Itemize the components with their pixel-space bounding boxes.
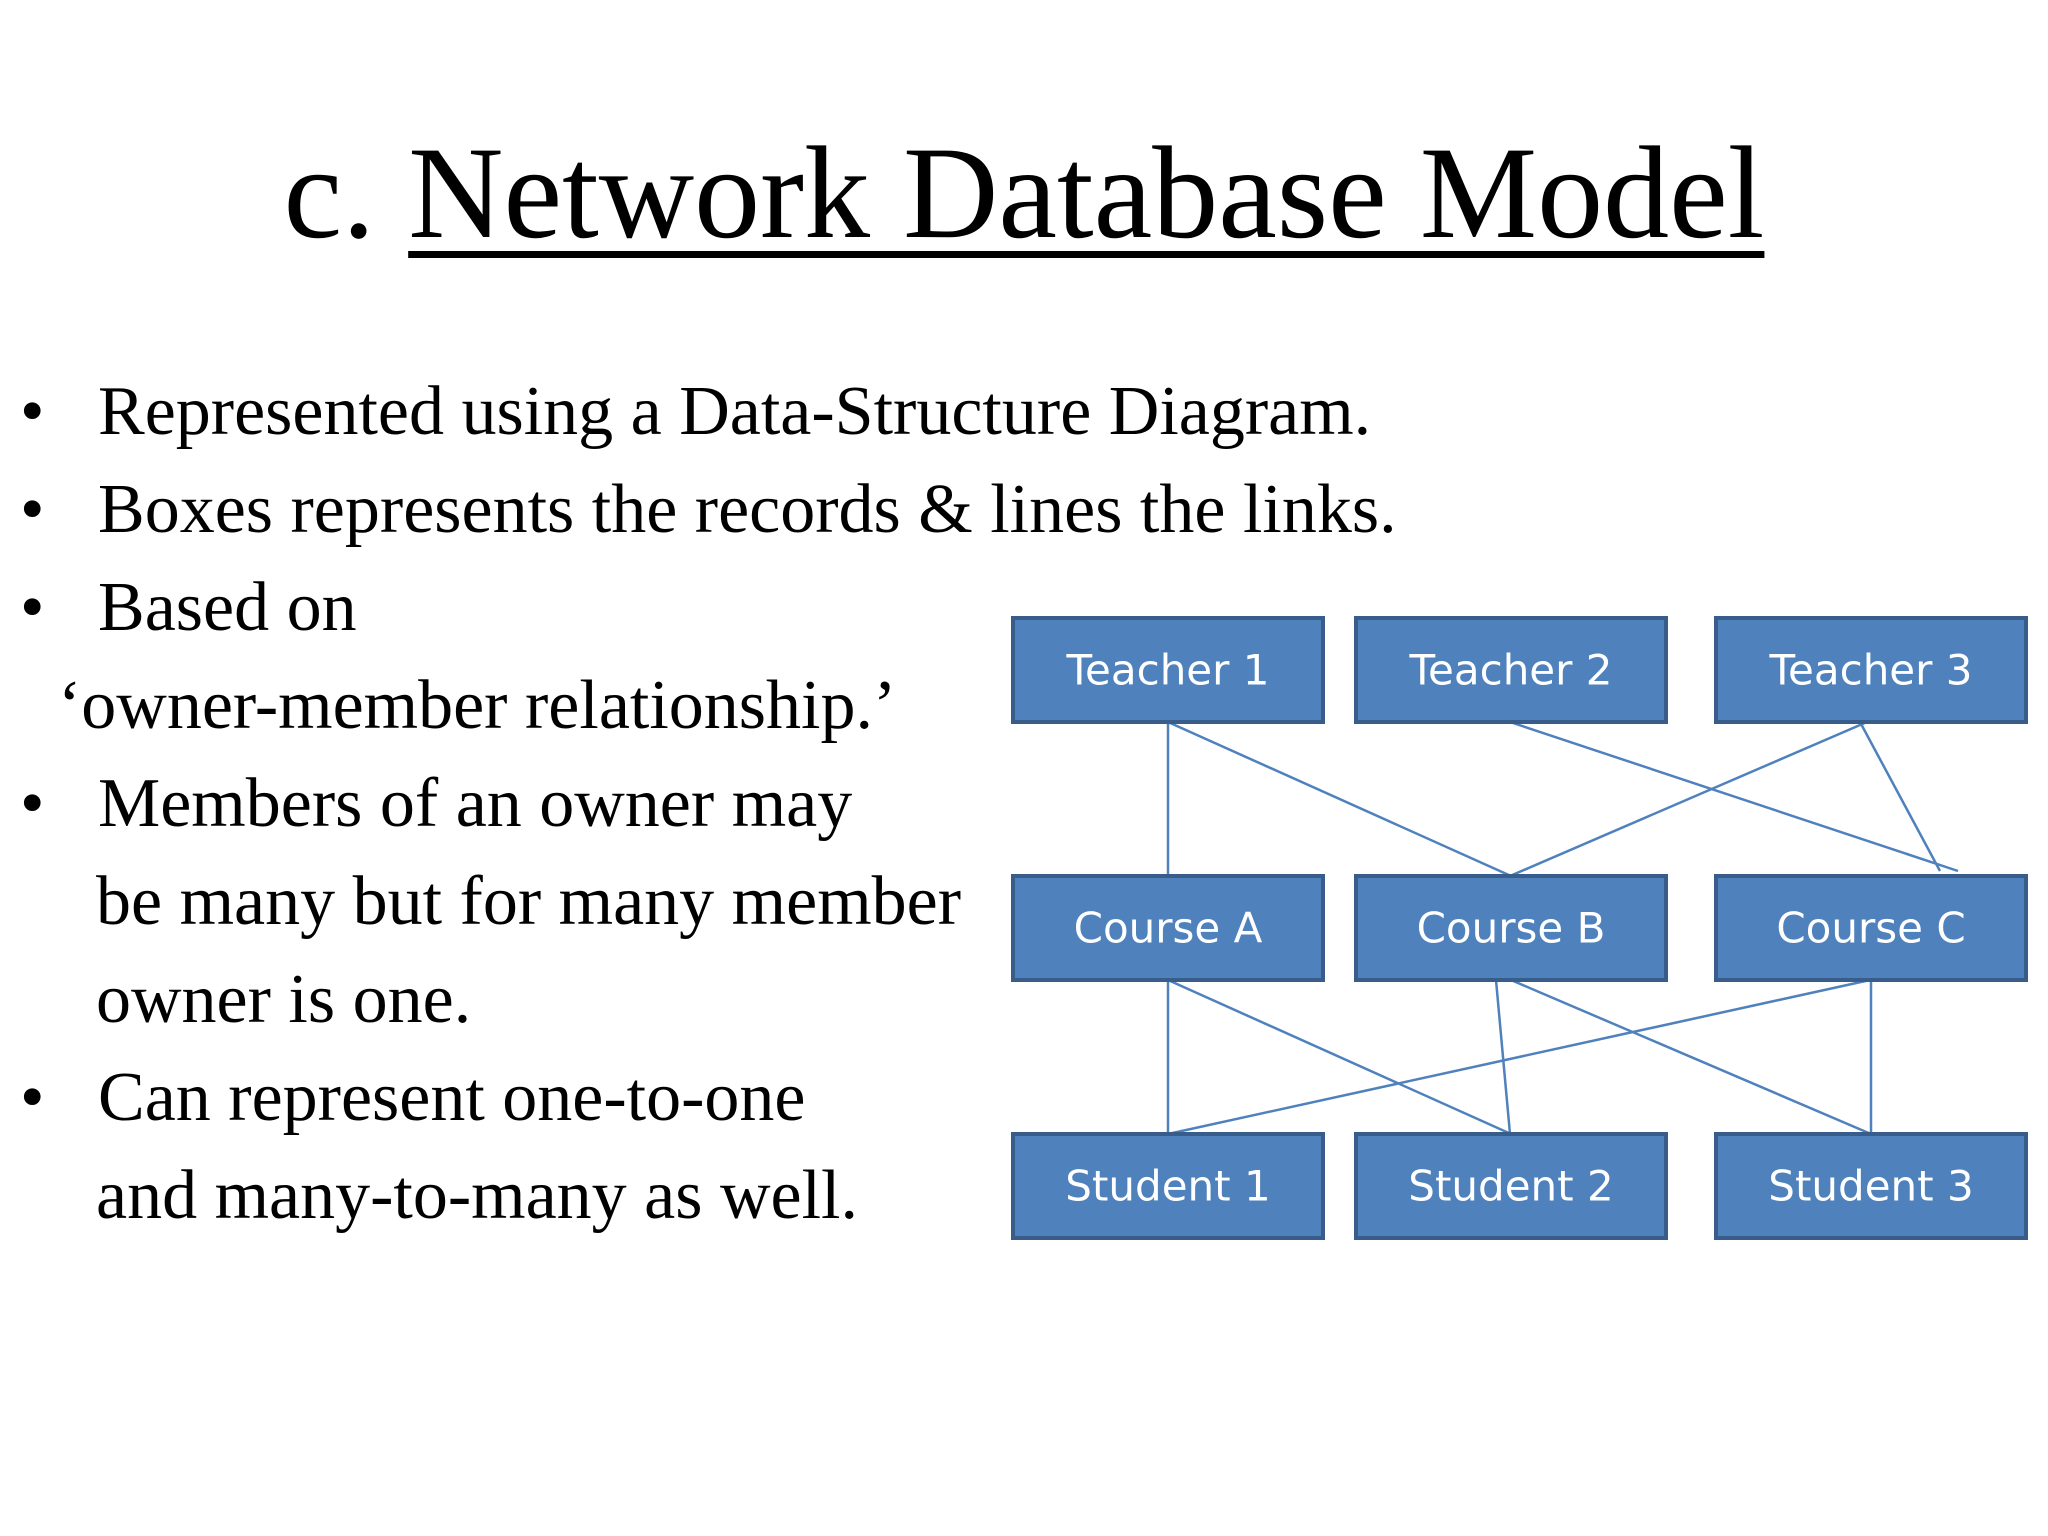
bullet-4-line-2: be many but for many member bbox=[96, 863, 962, 940]
record-box-rect bbox=[1011, 1132, 1325, 1240]
record-label: Student 1 bbox=[1065, 1162, 1270, 1211]
link-t3-cc bbox=[1858, 721, 1942, 872]
bullet-3-line-2: ‘owner-member relationship.’ bbox=[58, 667, 897, 744]
record-box-rect bbox=[1354, 1132, 1668, 1240]
record-label: Student 2 bbox=[1408, 1162, 1613, 1211]
record-box-ca: Course A bbox=[1011, 874, 1325, 982]
record-box-cc: Course C bbox=[1714, 874, 2028, 982]
record-box-t3: Teacher 3 bbox=[1714, 616, 2028, 724]
record-label: Teacher 1 bbox=[1066, 646, 1270, 695]
record-box-s2: Student 2 bbox=[1354, 1132, 1668, 1240]
record-box-cb: Course B bbox=[1354, 874, 1668, 982]
link-t1-cb bbox=[1167, 720, 1512, 878]
links-layer bbox=[1166, 720, 1959, 1136]
link-cc-s1 bbox=[1167, 978, 1871, 1136]
record-box-rect bbox=[1011, 616, 1325, 724]
link-t2-cc bbox=[1509, 720, 1959, 873]
slide-title: c. Network Database Model bbox=[0, 118, 2048, 268]
bullet-2-line-1: Boxes represents the records & lines the… bbox=[98, 471, 1397, 548]
bullet-1-line-1: Represented using a Data-Structure Diagr… bbox=[98, 373, 1372, 450]
record-box-rect bbox=[1714, 874, 2028, 982]
bullet-4-line-3: owner is one. bbox=[96, 961, 472, 1038]
record-box-rect bbox=[1354, 874, 1668, 982]
title-main: Network Database Model bbox=[408, 119, 1765, 266]
nodes-layer: Teacher 1 Teacher 2 Teacher 3 Course A Cours… bbox=[1011, 616, 2028, 1240]
record-box-rect bbox=[1354, 616, 1668, 724]
record-label: Course C bbox=[1776, 904, 1965, 953]
record-label: Course A bbox=[1074, 904, 1263, 953]
link-ca-s2 bbox=[1167, 978, 1512, 1136]
bullet-symbol: • bbox=[20, 765, 45, 842]
record-box-t2: Teacher 2 bbox=[1354, 616, 1668, 724]
link-cb-s3 bbox=[1510, 978, 1872, 1136]
bullet-symbol: • bbox=[20, 373, 45, 450]
bullet-5-line-2: and many-to-many as well. bbox=[96, 1157, 859, 1234]
bullet-3-line-1: Based on bbox=[98, 569, 357, 646]
link-cb-s2 bbox=[1494, 979, 1512, 1135]
record-label: Course B bbox=[1417, 904, 1606, 953]
title-prefix: c. bbox=[283, 119, 409, 266]
bullet-symbol: • bbox=[20, 1059, 45, 1136]
record-label: Student 3 bbox=[1768, 1162, 1973, 1211]
record-box-rect bbox=[1011, 874, 1325, 982]
record-label: Teacher 2 bbox=[1409, 646, 1613, 695]
record-box-s1: Student 1 bbox=[1011, 1132, 1325, 1240]
link-t3-cb bbox=[1509, 720, 1868, 878]
record-box-s3: Student 3 bbox=[1714, 1132, 2028, 1240]
record-label: Teacher 3 bbox=[1769, 646, 1973, 695]
record-box-rect bbox=[1714, 1132, 2028, 1240]
bullet-symbol: • bbox=[20, 569, 45, 646]
bullet-5-line-1: Can represent one-to-one bbox=[98, 1059, 806, 1136]
record-box-t1: Teacher 1 bbox=[1011, 616, 1325, 724]
bullet-symbol: • bbox=[20, 471, 45, 548]
bullet-4-line-1: Members of an owner may bbox=[98, 765, 853, 842]
record-box-rect bbox=[1714, 616, 2028, 724]
